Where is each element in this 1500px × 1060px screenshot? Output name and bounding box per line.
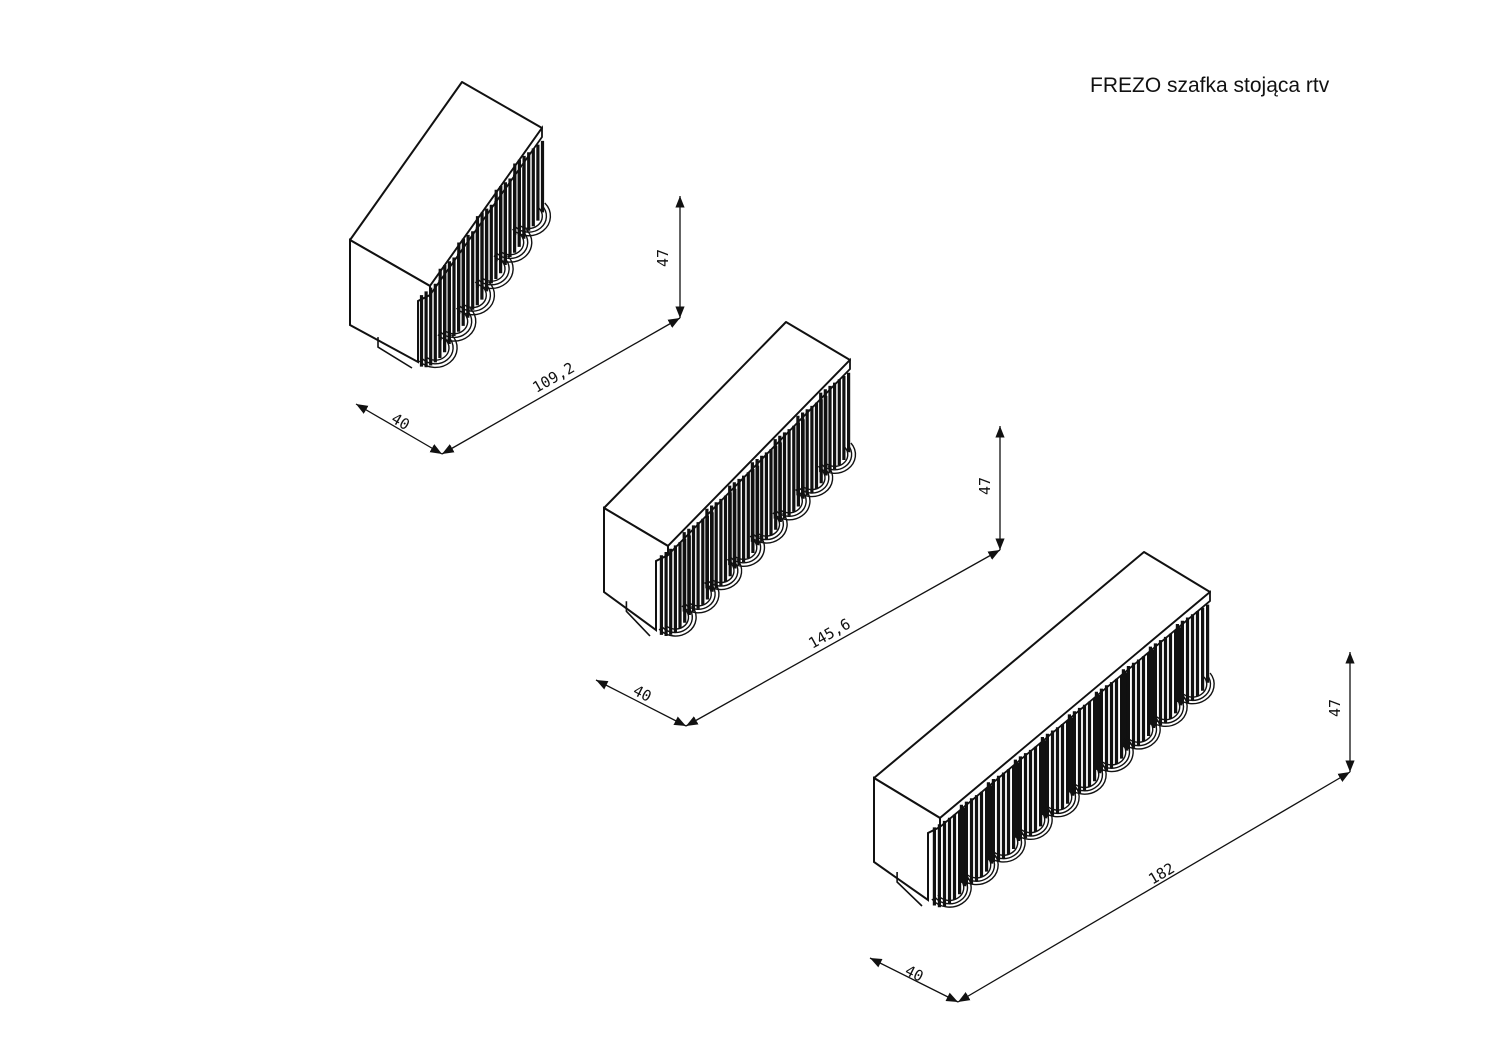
arch (459, 283, 492, 312)
arch (518, 207, 543, 230)
plinth (377, 337, 413, 369)
dimension-line (685, 549, 1001, 727)
plinth (625, 601, 651, 637)
dimension-label: 145,6 (805, 615, 853, 653)
arch (462, 286, 487, 309)
dimension-label: 40 (902, 961, 926, 985)
drawing-title: FREZO szafka stojąca rtv (1090, 74, 1330, 97)
arch (820, 444, 853, 471)
dimension-line (957, 771, 1351, 1003)
arch (1126, 721, 1154, 743)
dimension-height: 47 (654, 196, 685, 318)
side-panel (349, 238, 431, 364)
arch (499, 233, 525, 256)
dimension-depth: 40 (595, 679, 687, 727)
dimension-height: 47 (976, 426, 1005, 550)
cabinet-body (873, 551, 1215, 908)
arch (1153, 699, 1181, 721)
dimension-depth: 40 (355, 403, 443, 455)
cabinet-body (349, 81, 552, 369)
dimension-label: 47 (976, 477, 994, 495)
arch (1180, 676, 1208, 698)
arch (823, 446, 849, 468)
dimension-line (595, 679, 687, 727)
arch (496, 231, 529, 260)
dimension-line (441, 317, 681, 455)
dimension-line (355, 403, 443, 455)
dimension-label: 47 (654, 249, 672, 267)
dimension-label: 47 (1326, 699, 1344, 717)
arch (1174, 672, 1215, 705)
arch (778, 493, 803, 514)
arch (480, 260, 506, 282)
dimension-depth: 40 (869, 957, 959, 1003)
arch (801, 470, 826, 491)
cabinet-small: 109,2 40 47 (349, 81, 685, 455)
arch (1177, 674, 1212, 702)
arch (755, 516, 781, 537)
arch (817, 442, 857, 474)
dimension-label: 40 (630, 681, 654, 705)
arch (798, 467, 830, 494)
side-panel (603, 506, 669, 632)
side-panel (873, 776, 941, 902)
dimension-label: 40 (388, 409, 413, 434)
arch (477, 257, 510, 286)
dimension-length: 109,2 (441, 317, 681, 455)
plinth (896, 872, 923, 907)
arch (512, 202, 552, 237)
cabinet-medium: 145,6 40 47 (595, 321, 1005, 727)
arch (775, 491, 807, 517)
dimension-line (869, 957, 959, 1003)
arch (515, 204, 548, 233)
dimension-height: 47 (1326, 652, 1355, 772)
arch (752, 514, 784, 541)
cabinet-large: 182 40 47 (869, 551, 1355, 1003)
dimension-label: 182 (1145, 859, 1177, 888)
arch (1099, 744, 1127, 766)
cabinet-body (603, 321, 857, 637)
